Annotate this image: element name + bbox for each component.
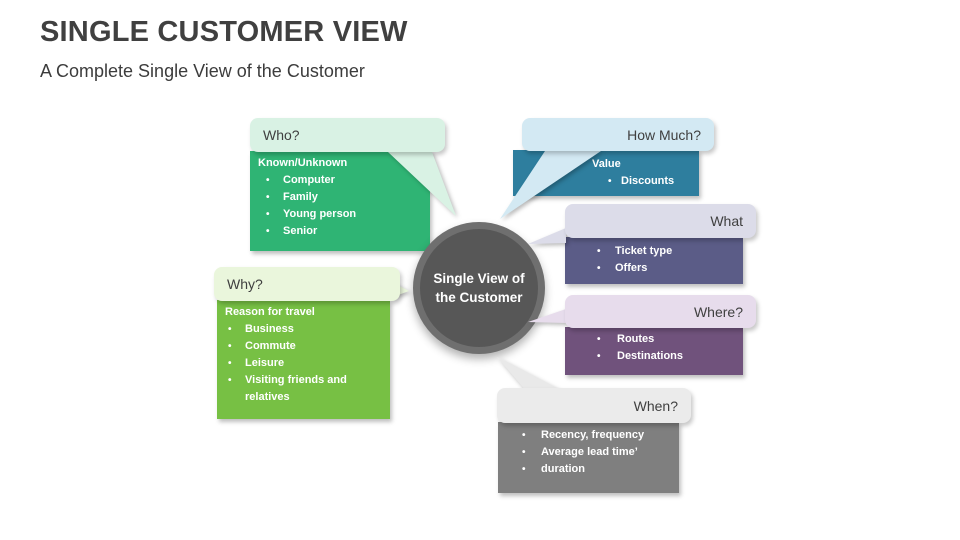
callout-how-much-label: How Much? bbox=[627, 126, 701, 143]
callout-why-label: Why? bbox=[227, 276, 263, 292]
bullet-item: Commute bbox=[217, 338, 390, 355]
callout-how-much-bullets: Discounts bbox=[513, 173, 699, 190]
callout-who-header: Who? bbox=[250, 118, 445, 152]
callout-where-header: Where? bbox=[565, 295, 756, 328]
bullet-text: Destinations bbox=[617, 350, 684, 362]
bullet-item: Destinations bbox=[565, 348, 743, 365]
callout-how-much-lead: Value bbox=[592, 158, 621, 170]
callout-why-bullets: Business Commute Leisure Visiting friend… bbox=[217, 321, 390, 406]
bullet-item: duration bbox=[498, 461, 679, 478]
callout-who-label: Who? bbox=[263, 127, 300, 143]
callout-what-label: What bbox=[710, 213, 743, 229]
callout-what-header: What bbox=[565, 204, 756, 238]
bullet-item: Family bbox=[250, 189, 430, 206]
center-circle: Single View of the Customer bbox=[413, 222, 545, 354]
callout-when-bullets: Recency, frequency Average lead time’ du… bbox=[498, 427, 679, 478]
when-tail bbox=[497, 357, 564, 392]
bullet-text: Commute bbox=[245, 340, 296, 352]
bullet-text: Visiting friends and relatives bbox=[245, 374, 347, 403]
bullet-text: Offers bbox=[615, 262, 648, 274]
bullet-text: Leisure bbox=[245, 357, 285, 369]
bullet-text: Ticket type bbox=[615, 245, 673, 257]
bullet-text: Business bbox=[245, 323, 294, 335]
center-circle-line1: Single View of bbox=[433, 271, 525, 286]
bullet-text: Discounts bbox=[621, 175, 675, 187]
bullet-item: Business bbox=[217, 321, 390, 338]
bullet-item: Discounts bbox=[513, 173, 699, 190]
center-circle-line2: the Customer bbox=[435, 290, 523, 305]
bullet-text: Computer bbox=[283, 174, 335, 186]
bullet-text: Senior bbox=[283, 225, 318, 237]
center-circle-label: Single View of the Customer bbox=[433, 269, 524, 307]
bullet-item: Routes bbox=[565, 331, 743, 348]
callout-where-bullets: Routes Destinations bbox=[565, 331, 743, 365]
bullet-item: Average lead time’ bbox=[498, 444, 679, 461]
callout-how-much-header: How Much? bbox=[522, 118, 714, 151]
bullet-text: Average lead time’ bbox=[541, 446, 638, 458]
callout-where-label: Where? bbox=[693, 303, 743, 320]
callout-why-header: Why? bbox=[214, 267, 400, 301]
bullet-item: Young person bbox=[250, 206, 430, 223]
bullet-item: Visiting friends and relatives bbox=[217, 372, 390, 406]
callout-why-lead: Reason for travel bbox=[225, 306, 315, 318]
bullet-item: Offers bbox=[565, 260, 743, 277]
callout-who-body: Known/Unknown Computer Family Young pers… bbox=[250, 151, 430, 251]
bullet-item: Senior bbox=[250, 223, 430, 240]
callout-when-header: When? bbox=[497, 388, 691, 423]
callout-where-body: Routes Destinations bbox=[565, 327, 743, 375]
bullet-item: Recency, frequency bbox=[498, 427, 679, 444]
bullet-text: Young person bbox=[283, 208, 357, 220]
slide-title: SINGLE CUSTOMER VIEW bbox=[40, 16, 408, 48]
slide-subtitle: A Complete Single View of the Customer bbox=[40, 61, 365, 81]
bullet-text: Recency, frequency bbox=[541, 429, 645, 441]
bullet-text: Family bbox=[283, 191, 318, 203]
callout-who-bullets: Computer Family Young person Senior bbox=[250, 172, 430, 240]
callout-what-bullets: Ticket type Offers bbox=[565, 243, 743, 277]
bullet-text: Routes bbox=[617, 333, 655, 345]
bullet-item: Computer bbox=[250, 172, 430, 189]
bullet-item: Leisure bbox=[217, 355, 390, 372]
callout-when-label: When? bbox=[633, 397, 678, 414]
callout-when-body: Recency, frequency Average lead time’ du… bbox=[498, 422, 679, 493]
callout-why-body: Reason for travel Business Commute Leisu… bbox=[217, 300, 390, 419]
callout-what-body: Ticket type Offers bbox=[565, 237, 743, 284]
callout-who-lead: Known/Unknown bbox=[258, 157, 348, 169]
what-tail bbox=[528, 228, 566, 244]
bullet-text: duration bbox=[541, 463, 585, 475]
callout-how-much-body: Value Discounts bbox=[513, 150, 699, 196]
bullet-item: Ticket type bbox=[565, 243, 743, 260]
